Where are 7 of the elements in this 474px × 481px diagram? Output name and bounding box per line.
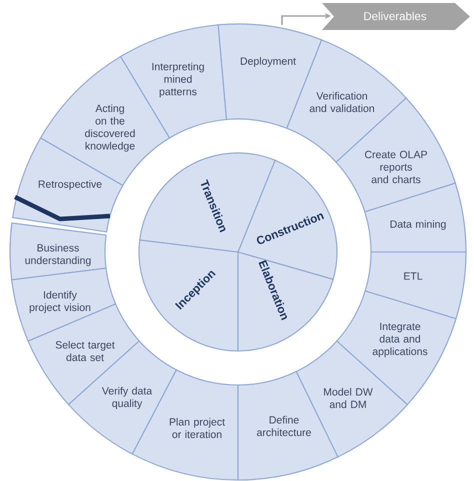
node-label: Data mining [390,220,446,230]
ring-segment: ETL [364,251,467,320]
node-label: ETL [404,272,422,280]
ring-segment: Data mining [364,182,467,253]
ring-segment: Business understanding [9,222,107,280]
ring-segment: Identify project vision [11,268,116,342]
arrow-banner: Deliverables [322,3,470,30]
